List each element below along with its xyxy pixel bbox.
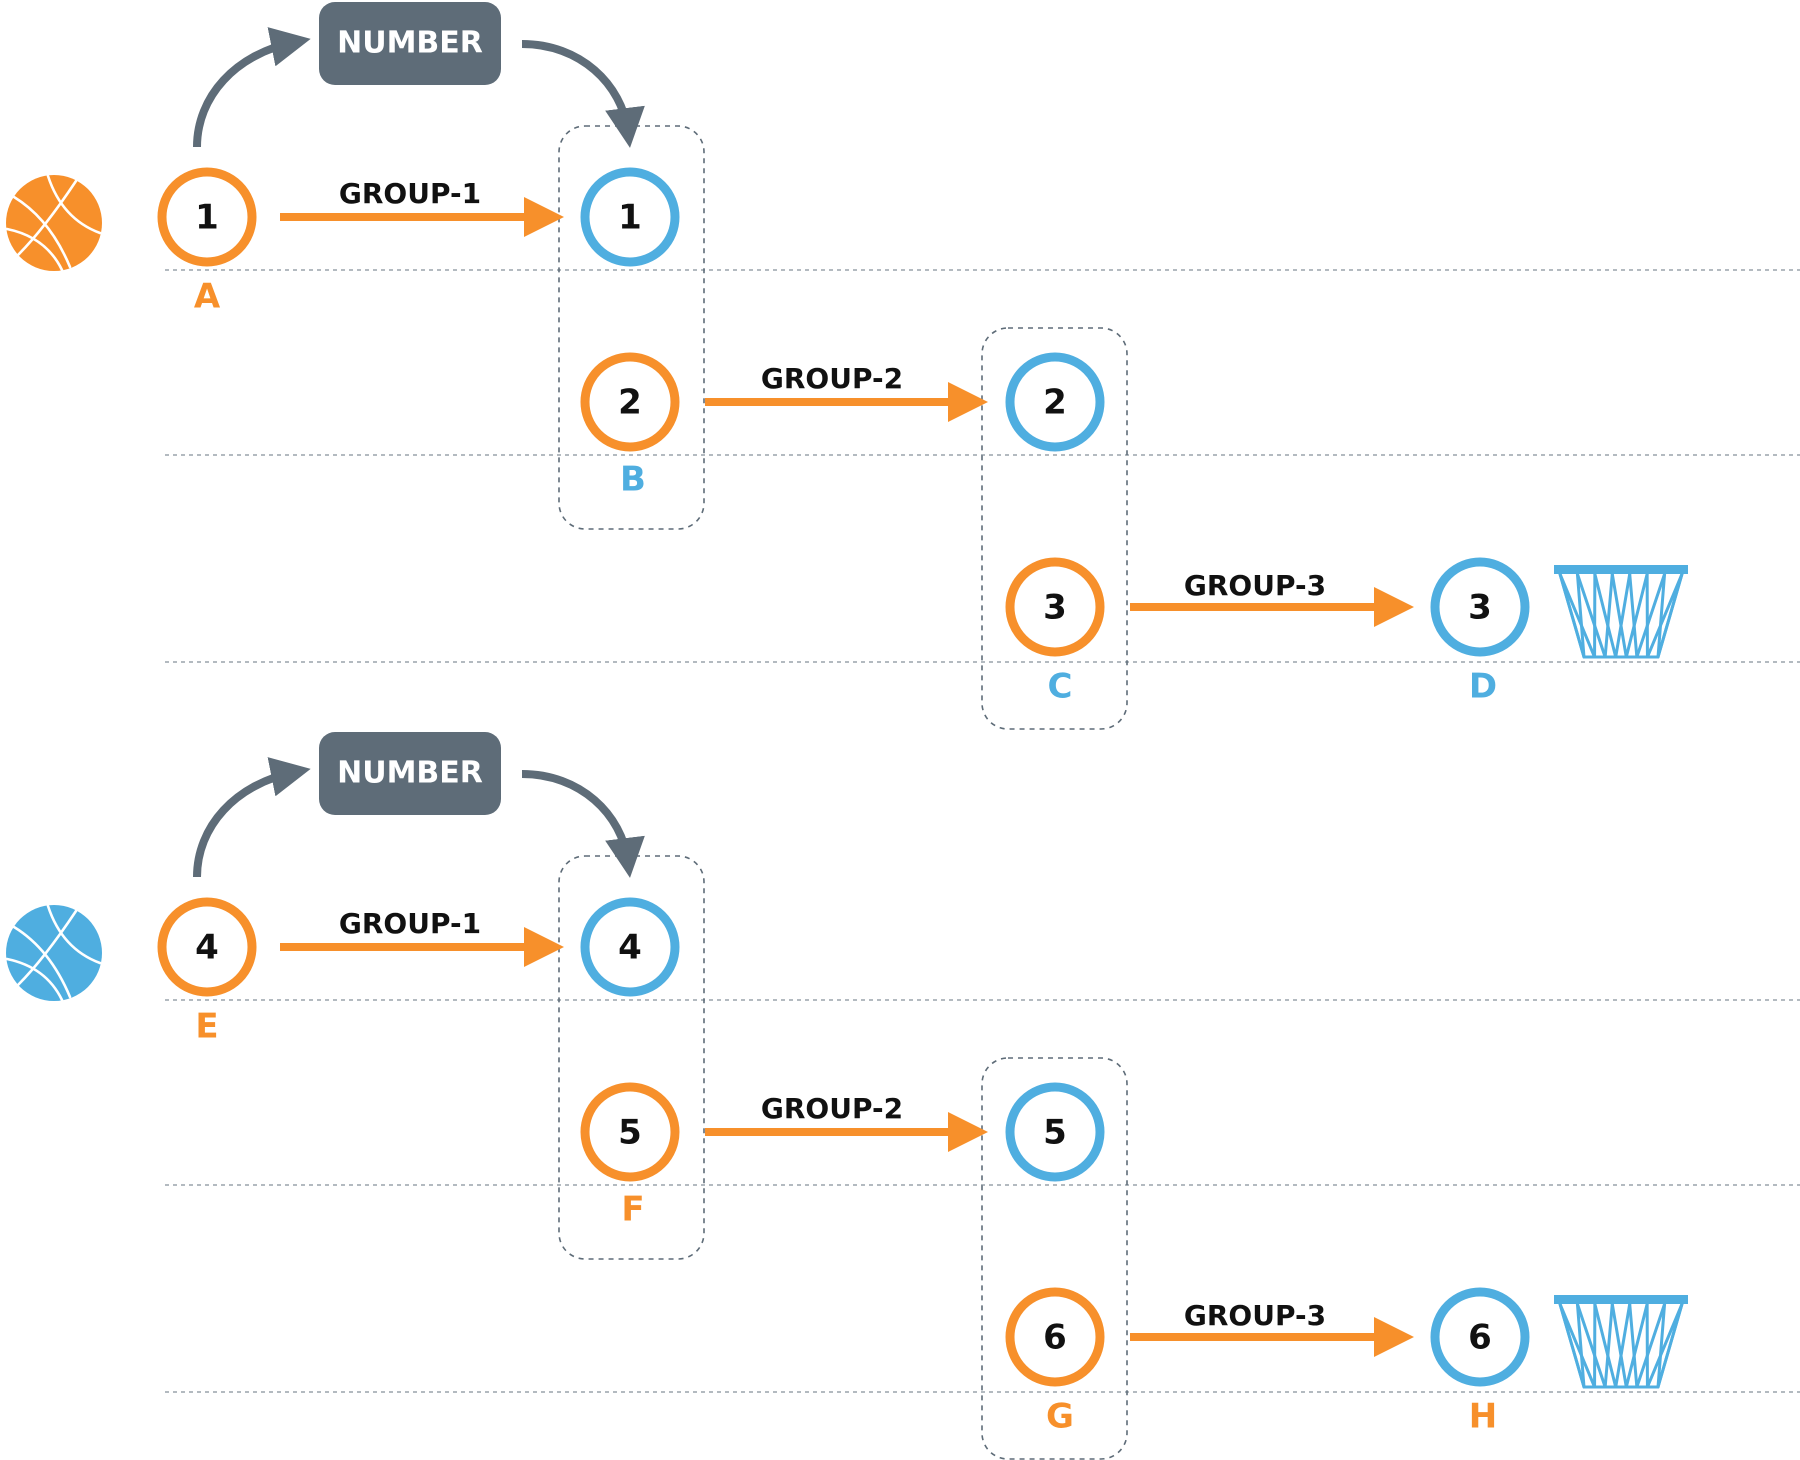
group-box-G [981,1057,1128,1460]
group-box-C [981,327,1128,730]
node-E-circle [157,897,257,997]
node-A-circle [157,167,257,267]
node-label-C: C [1048,667,1073,707]
group-2-label: GROUP-2 [761,1092,903,1125]
number-pill [319,2,501,85]
node-F-in-value: 4 [618,928,642,968]
node-label-G: G [1046,1397,1074,1437]
group-1-label: GROUP-1 [339,177,481,210]
basketball-hoop-net-icon [1554,1295,1688,1389]
group-2-label: GROUP-2 [761,362,903,395]
node-C-in-value: 2 [1043,383,1067,423]
node-label-A: A [194,277,221,317]
node-G-out-circle [1005,1287,1105,1387]
node-H-circle [1430,1287,1530,1387]
node-D-circle [1430,557,1530,657]
node-F-out-value: 5 [618,1113,642,1153]
node-A-value: 1 [195,198,219,238]
node-label-D: D [1469,667,1497,707]
basketball-hoop-net-icon [1554,565,1688,659]
node-G-in-value: 5 [1043,1113,1067,1153]
group-1-label: GROUP-1 [339,907,481,940]
number-pill-label: NUMBER [337,756,483,791]
curved-arrow-icon [521,770,645,878]
node-F-in-circle [580,897,680,997]
node-B-out-circle [580,352,680,452]
node-B-out-value: 2 [618,383,642,423]
number-pill-label: NUMBER [337,26,483,61]
basketball-icon [5,174,102,272]
node-F-out-circle [580,1082,680,1182]
node-C-out-circle [1005,557,1105,657]
node-label-E: E [195,1007,218,1047]
node-E-value: 4 [195,928,219,968]
group-3-label: GROUP-3 [1184,569,1326,602]
node-label-H: H [1469,1397,1497,1437]
group-box-F [558,855,705,1260]
curved-arrow-icon [521,40,645,148]
node-label-F: F [621,1190,644,1230]
basketball-icon [5,904,102,1002]
group-3-label: GROUP-3 [1184,1299,1326,1332]
node-H-value: 6 [1468,1318,1492,1358]
node-B-in-circle [580,167,680,267]
node-D-value: 3 [1468,588,1492,628]
node-C-out-value: 3 [1043,588,1067,628]
curved-arrow-icon [193,757,311,878]
node-G-out-value: 6 [1043,1318,1067,1358]
node-label-B: B [620,460,646,500]
node-B-in-value: 1 [618,198,642,238]
number-pill [319,732,501,815]
curved-arrow-icon [193,27,311,148]
node-G-in-circle [1005,1082,1105,1182]
group-box-B [558,125,705,530]
node-C-in-circle [1005,352,1105,452]
